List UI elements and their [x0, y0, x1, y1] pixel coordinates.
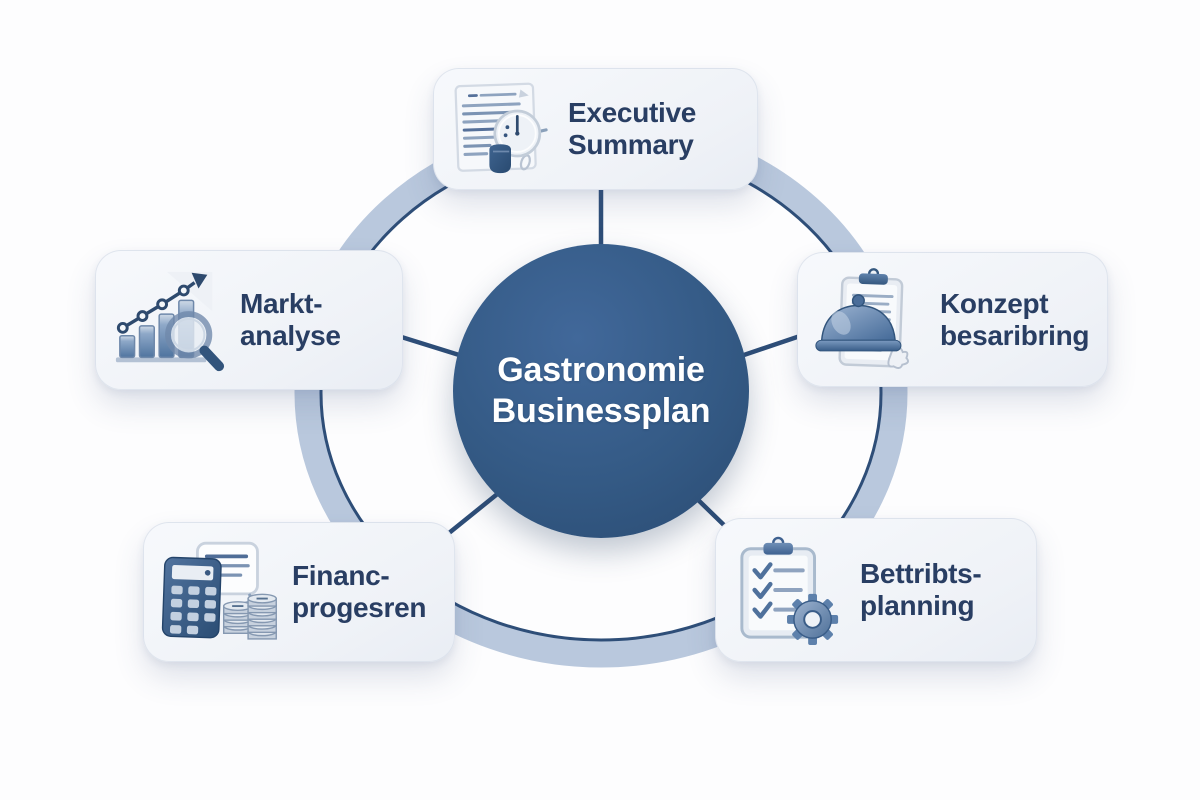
- node-label-line1: Konzept: [940, 287, 1049, 319]
- bar-chart-magnifier-icon: [115, 271, 225, 372]
- center-node: Gastronomie Businessplan: [453, 244, 749, 538]
- node-label: Bettribts- planning: [860, 558, 982, 622]
- node-label: Markt- analyse: [240, 288, 341, 352]
- node-label-line1: Financ-: [292, 560, 390, 592]
- node-finanzprognosen: Financ- progesren: [143, 522, 455, 662]
- node-label-line2: Summary: [568, 129, 694, 160]
- node-label-line2: analyse: [240, 320, 341, 351]
- node-betriebsplanung: Bettribts- planning: [715, 518, 1037, 662]
- clipboard-cloche-icon: [815, 267, 909, 369]
- node-label-line2: besaribring: [940, 319, 1090, 351]
- node-label: Financ- progesren: [292, 560, 427, 624]
- node-label-line1: Markt-: [240, 288, 323, 320]
- node-label: Executive Summary: [568, 97, 696, 161]
- center-title-line1: Gastronomie: [497, 350, 705, 389]
- node-executive-summary: Executive Summary: [433, 68, 758, 190]
- node-label-line2: progesren: [292, 592, 427, 623]
- node-marktanalyse: Markt- analyse: [95, 250, 403, 390]
- node-label: Konzept besaribring: [940, 288, 1089, 352]
- center-title-line2: Businessplan: [491, 392, 711, 430]
- node-konzeptbeschreibung: Konzept besaribring: [797, 252, 1108, 387]
- node-label-line2: planning: [860, 590, 975, 621]
- node-label-line1: Bettribts-: [860, 558, 982, 590]
- document-clock-icon: [454, 82, 548, 174]
- calculator-coins-icon: [161, 541, 277, 640]
- connector-line-right: [735, 331, 809, 360]
- node-label-line1: Executive: [568, 97, 697, 129]
- checklist-gear-icon: [740, 536, 839, 645]
